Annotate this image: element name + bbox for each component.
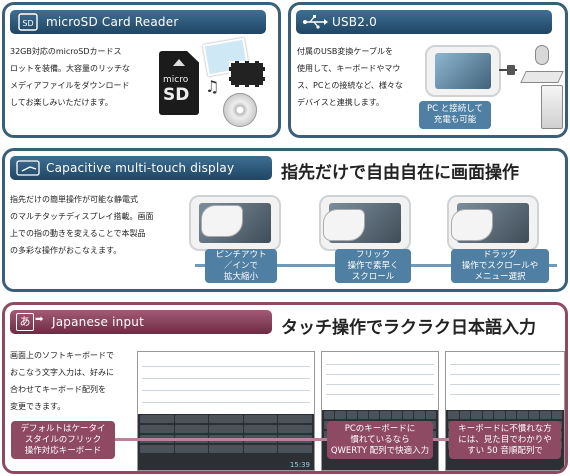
mouse-icon bbox=[535, 45, 549, 65]
arrow-right-icon: ➡ bbox=[35, 314, 44, 325]
japanese-input-panel: あ ➡ Japanese input タッチ操作でラクラク日本語入力 画面上のソ… bbox=[2, 302, 568, 474]
microsd-icon: SD bbox=[16, 13, 42, 31]
touch-header: Capacitive multi-touch display bbox=[10, 156, 272, 180]
pinch-hand-icon bbox=[201, 205, 243, 237]
drag-callout: ドラッグ操作でスクロールやメニュー選択 bbox=[451, 249, 549, 283]
flick-hand-icon bbox=[323, 209, 365, 241]
hiragana-icon: あ ➡ bbox=[16, 313, 44, 331]
svg-text:SD: SD bbox=[22, 19, 33, 28]
microsd-title: microSD Card Reader bbox=[46, 15, 179, 29]
usb-charge-callout: PC と接続して充電も可能 bbox=[419, 101, 491, 129]
disc-icon bbox=[223, 93, 257, 127]
status-bar: 15:39 bbox=[289, 461, 310, 469]
japanese-input-title: Japanese input bbox=[52, 315, 144, 329]
microsd-header: SD microSD Card Reader bbox=[10, 10, 266, 34]
drag-hand-icon bbox=[451, 209, 493, 241]
flick-keyboard-callout: デフォルトはケータイスタイルのフリック操作対応キーボード bbox=[11, 421, 115, 459]
usb-icon bbox=[302, 13, 328, 31]
pinch-callout: ピンチアウト／インで拡大縮小 bbox=[205, 249, 277, 283]
usb-plug-icon bbox=[507, 65, 515, 75]
touch-icon bbox=[16, 159, 42, 177]
japanese-input-header: あ ➡ Japanese input bbox=[10, 310, 272, 334]
film-icon bbox=[229, 61, 265, 87]
touch-description: 指先だけの簡単操作が可能な静電式 のマルチタッチディスプレイ搭載。画面 上での指… bbox=[10, 195, 154, 255]
flick-keyboard-screenshot: 15:39 bbox=[137, 351, 315, 471]
microsd-card-image: micro SD bbox=[159, 51, 199, 115]
touch-headline: 指先だけで自由自在に画面操作 bbox=[281, 163, 519, 183]
music-icon: ♫ bbox=[205, 77, 220, 96]
tablet-image bbox=[425, 45, 501, 97]
japanese-input-headline: タッチ操作でラクラク日本語入力 bbox=[281, 318, 536, 338]
flick-callout: フリック操作で素早くスクロール bbox=[335, 249, 411, 283]
usb-description: 付属のUSB変換ケーブルを 使用して、キーボードやマウ ス、PCとの接続など、様… bbox=[297, 47, 403, 107]
microsd-panel: SD microSD Card Reader 32GB対応のmicroSDカード… bbox=[2, 2, 281, 138]
touch-panel: Capacitive multi-touch display 指先だけで自由自在… bbox=[2, 148, 568, 292]
usb-header: USB2.0 bbox=[296, 10, 552, 34]
microsd-description: 32GB対応のmicroSDカードス ロットを装備。大容量のリッチな メディアフ… bbox=[10, 47, 130, 107]
keyboard-icon bbox=[520, 71, 564, 83]
pc-icon bbox=[541, 85, 563, 129]
japanese-input-description: 画面上のソフトキーボードで おこなう文字入力は、好みに 合わせてキーボード配列を… bbox=[10, 351, 114, 411]
usb-panel: USB2.0 付属のUSB変換ケーブルを 使用して、キーボードやマウ ス、PCと… bbox=[288, 2, 568, 138]
usb-title: USB2.0 bbox=[332, 15, 377, 29]
aiueo-keyboard-callout: キーボードに不慣れな方には、見た目でわかりやすい 50 音順配列で bbox=[449, 421, 561, 459]
jp-callout-bar bbox=[11, 438, 561, 441]
touch-title: Capacitive multi-touch display bbox=[46, 161, 235, 175]
